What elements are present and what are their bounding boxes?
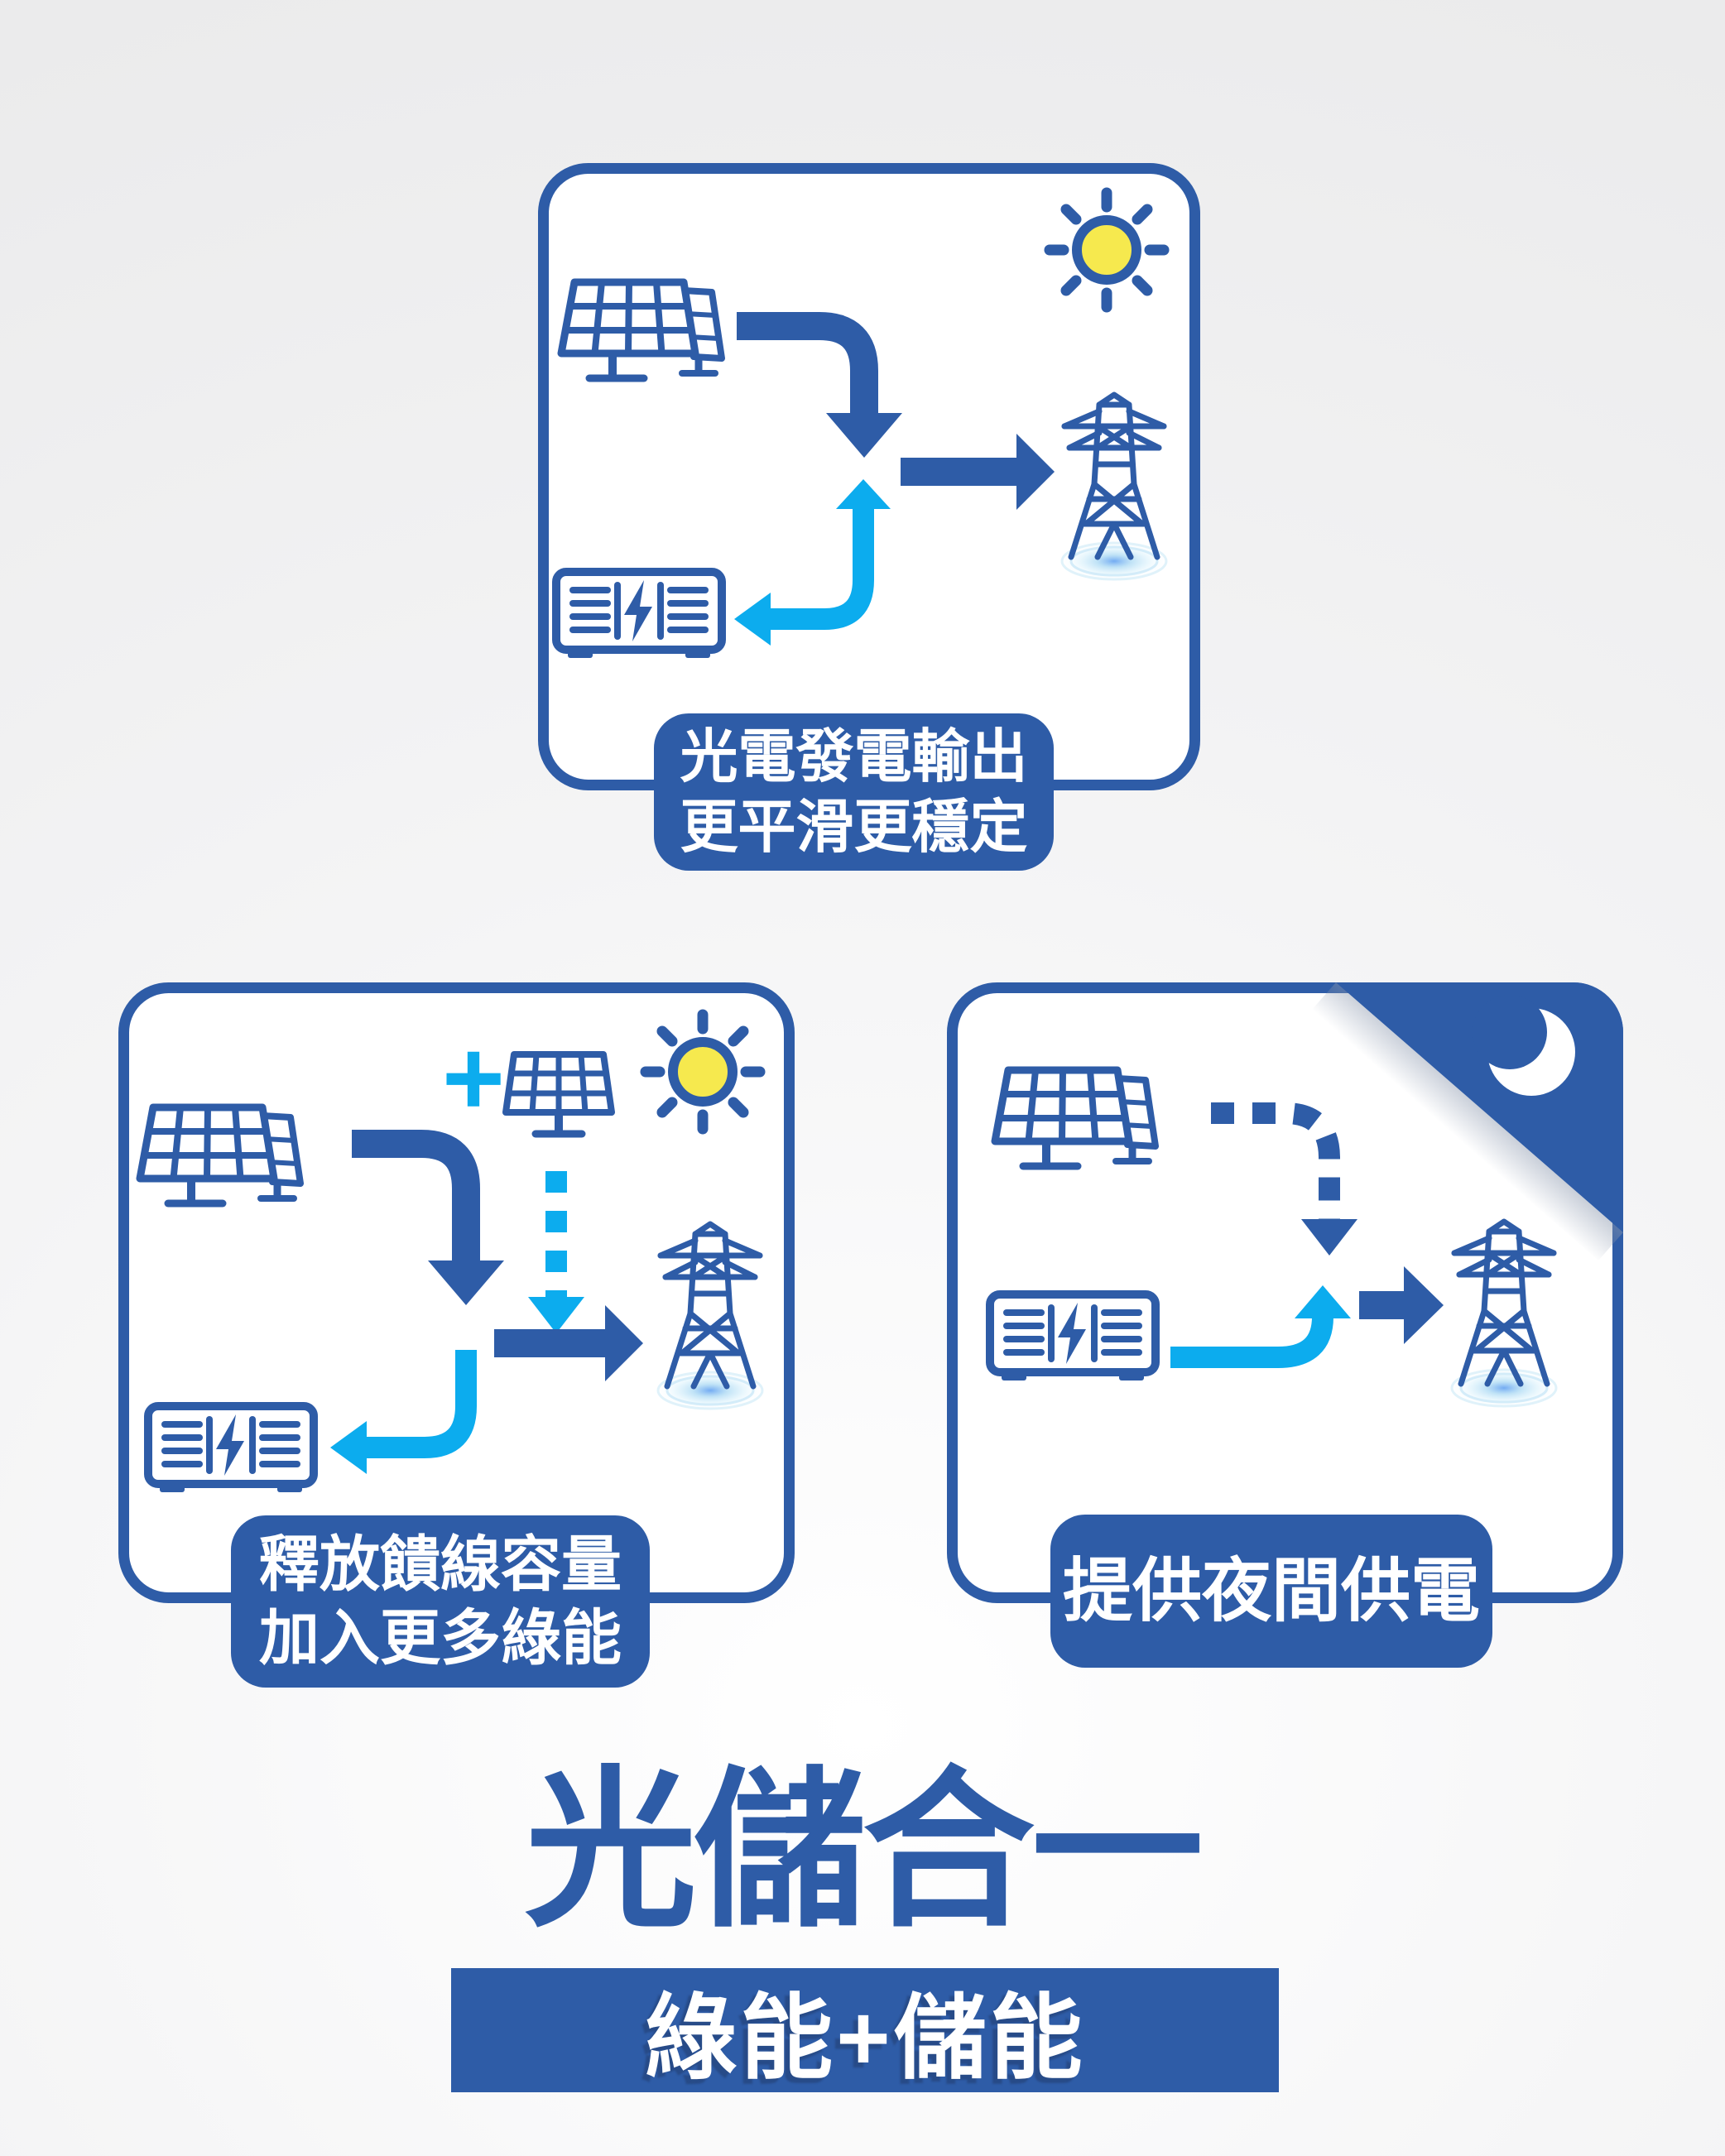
card-night-diagram (947, 982, 1623, 1603)
battery-charge-discharge-arrow (734, 479, 891, 646)
subtitle-bar: 綠能+儲能 (451, 1968, 1279, 2092)
caption-capacity: 釋放饋線容量 加入更多綠能 (231, 1515, 650, 1688)
solar-inactive-dashed-arrow (1211, 1102, 1357, 1256)
card-capacity: + 釋放饋線容量 加入更多綠能 (118, 982, 795, 1688)
caption-smoothing-line1: 光電發電輸出 (680, 723, 1028, 789)
page-title: 光儲合一 (525, 1755, 1204, 1947)
plus-icon: + (442, 1017, 505, 1138)
sun-icon (1050, 193, 1164, 307)
subtitle-text: 綠能+儲能 (644, 1986, 1086, 2090)
junction-to-grid-arrow (1359, 1266, 1444, 1344)
battery-storage-icon (556, 572, 722, 658)
caption-night: 提供夜間供電 (1050, 1515, 1492, 1668)
card-smoothing-diagram (538, 163, 1200, 790)
corner-shadow (1311, 982, 1623, 1260)
extra-solar-dashed-arrow (528, 1171, 584, 1333)
caption-capacity-line2: 加入更多綠能 (259, 1605, 622, 1672)
card-capacity-diagram: + (118, 982, 795, 1603)
battery-storage-icon (990, 1294, 1156, 1381)
card-night: 提供夜間供電 (947, 982, 1623, 1668)
night-corner (1311, 982, 1623, 1260)
battery-discharging-arrow (1170, 1285, 1351, 1368)
solar-to-junction-arrow (352, 1130, 504, 1305)
junction-to-grid-arrow (494, 1305, 643, 1381)
card-smoothing: 光電發電輸出 更平滑更穩定 (538, 163, 1200, 871)
battery-storage-icon (148, 1406, 314, 1492)
caption-capacity-line1: 釋放饋線容量 (259, 1530, 622, 1598)
caption-smoothing-line2: 更平滑更穩定 (680, 795, 1028, 859)
caption-smoothing: 光電發電輸出 更平滑更穩定 (654, 713, 1054, 871)
junction-to-grid-arrow (901, 434, 1055, 510)
moon-icon (1473, 995, 1575, 1096)
solar-to-junction-arrow (737, 312, 902, 458)
caption-night-line1: 提供夜間供電 (1062, 1552, 1480, 1630)
sun-icon (646, 1015, 760, 1129)
battery-charging-arrow (330, 1350, 477, 1474)
